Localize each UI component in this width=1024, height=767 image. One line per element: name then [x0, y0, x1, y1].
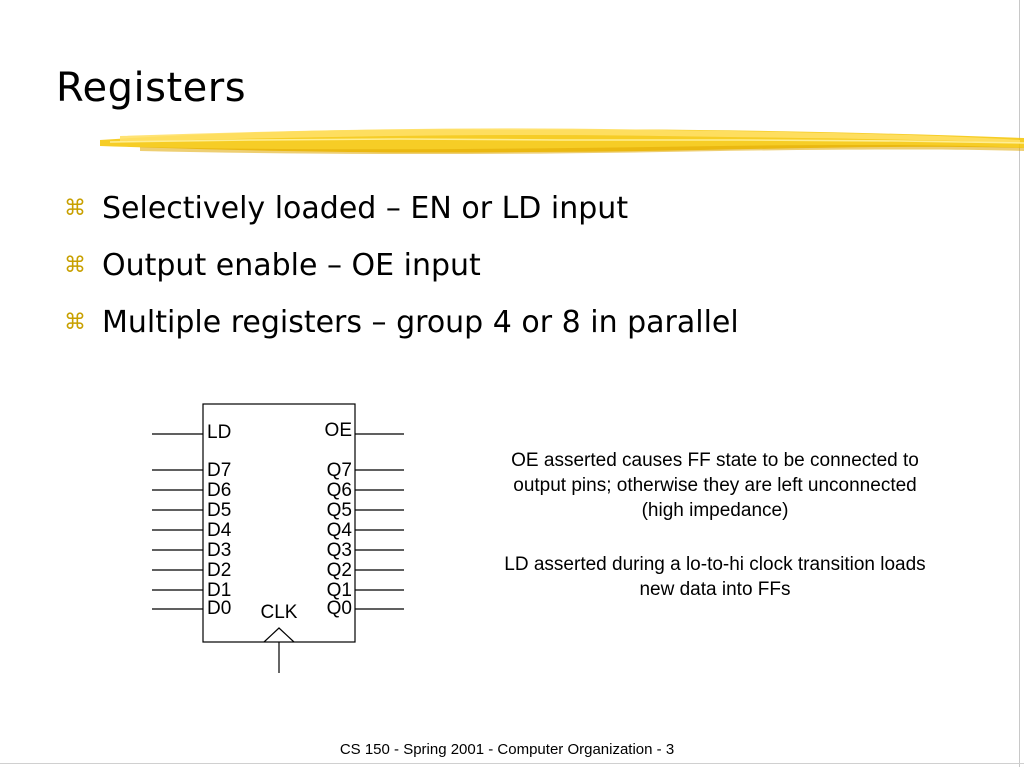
- pin-label-q5: Q5: [327, 500, 352, 521]
- slide-bottom-border: [0, 763, 1024, 764]
- pin-label-d5: D5: [207, 500, 231, 521]
- pin-label-q7: Q7: [327, 460, 352, 481]
- bullet-text: Selectively loaded – EN or LD input: [102, 191, 629, 226]
- pin-label-q4: Q4: [327, 520, 353, 541]
- slide-right-border: [1019, 0, 1020, 767]
- pin-label-q1: Q1: [327, 580, 352, 601]
- title-highlighter-stroke: [100, 128, 1024, 154]
- ld-note: LD asserted during a lo-to-hi clock tran…: [504, 554, 926, 600]
- pin-label-d2: D2: [207, 560, 231, 581]
- clock-label: CLK: [261, 602, 298, 623]
- pin-label-oe: OE: [325, 420, 352, 441]
- command-key-icon: ⌘: [64, 310, 86, 335]
- pin-label-d0: D0: [207, 598, 231, 619]
- bullet-item: ⌘ Multiple registers – group 4 or 8 in p…: [64, 294, 739, 351]
- pin-label-q3: Q3: [327, 540, 352, 561]
- bullet-item: ⌘ Output enable – OE input: [64, 237, 739, 294]
- pin-label-d1: D1: [207, 580, 231, 601]
- slide-title: Registers: [56, 65, 247, 111]
- clock-triangle-icon: [263, 627, 295, 643]
- oe-note: OE asserted causes FF state to be connec…: [511, 450, 919, 521]
- command-key-icon: ⌘: [64, 253, 86, 278]
- bullet-text: Output enable – OE input: [102, 248, 481, 283]
- pin-label-q2: Q2: [327, 560, 352, 581]
- pin-label-q6: Q6: [327, 480, 352, 501]
- bullet-item: ⌘ Selectively loaded – EN or LD input: [64, 180, 739, 237]
- bullet-list: ⌘ Selectively loaded – EN or LD input ⌘ …: [64, 180, 739, 351]
- command-key-icon: ⌘: [64, 196, 86, 221]
- pin-label-d4: D4: [207, 520, 232, 541]
- pin-label-d6: D6: [207, 480, 231, 501]
- slide-footer: CS 150 - Spring 2001 - Computer Organiza…: [339, 741, 675, 758]
- pin-label-d3: D3: [207, 540, 231, 561]
- pin-label-d7: D7: [207, 460, 231, 481]
- pin-label-q0: Q0: [327, 598, 352, 619]
- bullet-text: Multiple registers – group 4 or 8 in par…: [102, 305, 739, 340]
- pin-label-ld: LD: [207, 422, 231, 443]
